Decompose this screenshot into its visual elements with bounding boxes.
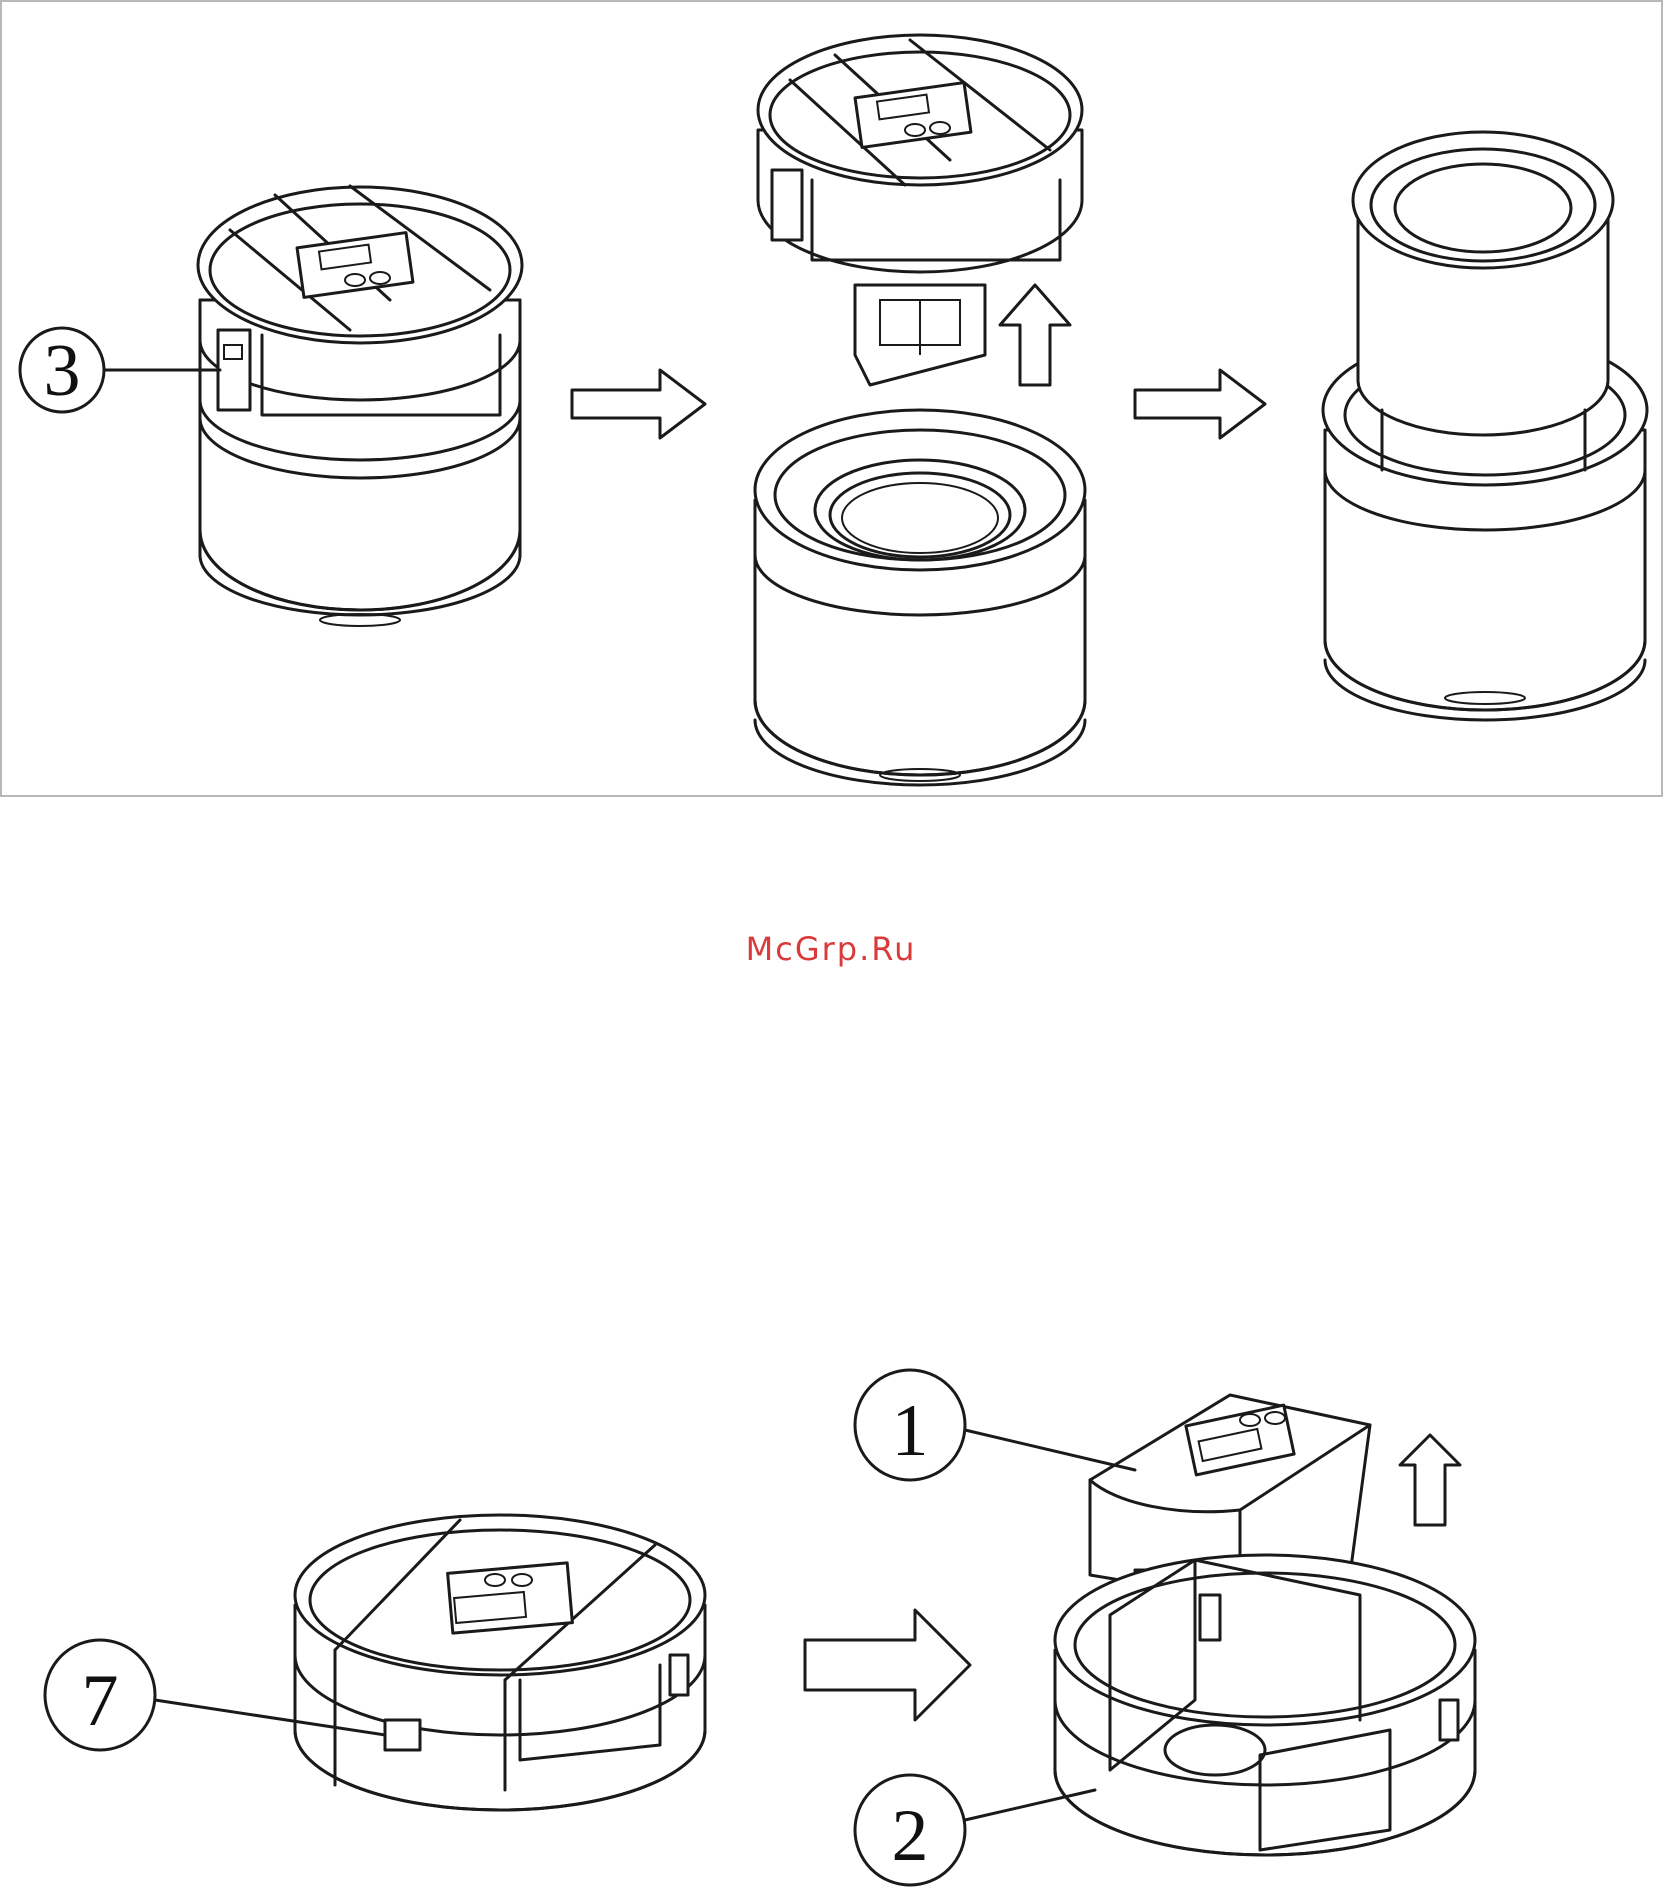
right-arrow-icon	[1135, 370, 1265, 438]
right-arrow-icon	[572, 370, 705, 438]
up-arrow-icon	[1400, 1435, 1460, 1525]
assembled-device	[198, 186, 522, 626]
callout-3-label: 3	[44, 330, 81, 412]
feeder-assembled	[295, 1515, 705, 1810]
callout-1-label: 1	[892, 1390, 929, 1472]
right-arrow-icon	[805, 1610, 970, 1720]
up-arrow-icon	[1000, 285, 1070, 385]
callout-7-label: 7	[82, 1660, 119, 1742]
inner-container	[1353, 132, 1613, 470]
callout-1: 1	[855, 1370, 1135, 1480]
callout-3: 3	[20, 328, 220, 412]
callout-2: 2	[855, 1775, 1095, 1885]
open-base	[755, 410, 1085, 785]
watermark: McGrp.Ru	[746, 930, 917, 968]
callout-2-label: 2	[892, 1795, 929, 1877]
feeder-base-open	[1055, 1555, 1475, 1855]
